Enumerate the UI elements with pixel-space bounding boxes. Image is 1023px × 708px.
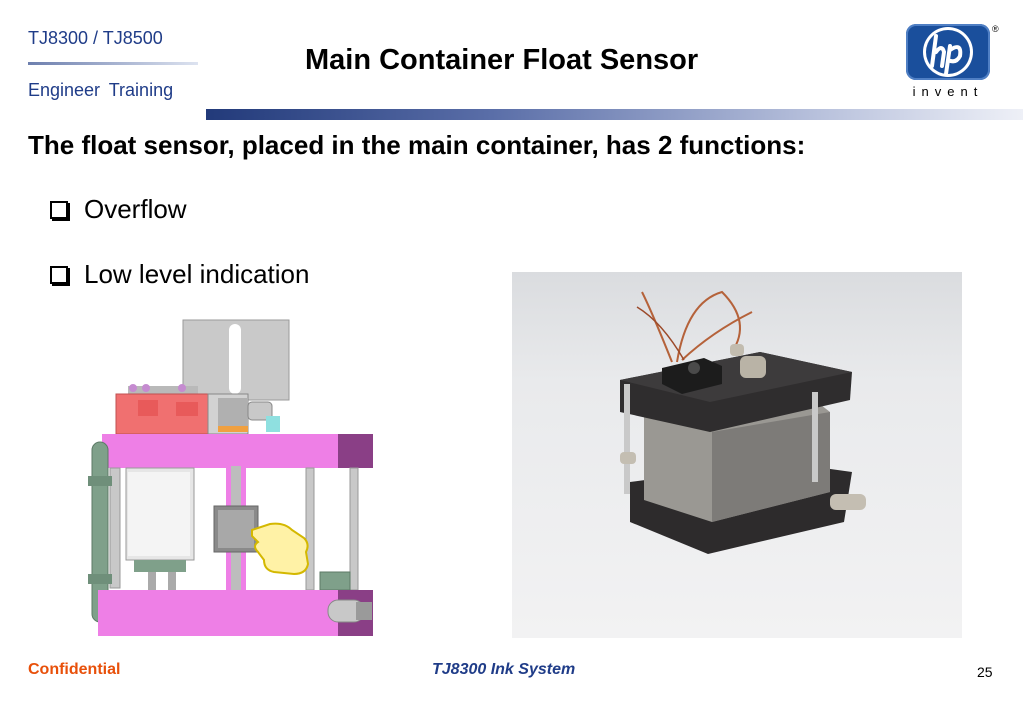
sensor-assembly-illustration [620, 290, 866, 554]
slide-title: Main Container Float Sensor [305, 44, 699, 76]
hp-logo: ® invent [906, 24, 999, 100]
float-sensor-photo [512, 272, 962, 638]
bullet-item: Low level indication [50, 259, 309, 290]
header-training: Engineer Training [28, 80, 174, 100]
footer-confidential: Confidential [28, 661, 121, 678]
float-sensor-diagram [88, 319, 373, 636]
logo-tagline: invent [912, 84, 984, 99]
bullet-text: Overflow [84, 194, 187, 224]
checkbox-bullet-icon [50, 200, 68, 219]
hp-logo-icon [923, 27, 973, 77]
page-number: 25 [977, 664, 993, 680]
lead-text: The float sensor, placed in the main con… [28, 130, 806, 160]
checkbox-bullet-icon [50, 265, 68, 284]
footer-system-name: TJ8300 Ink System [432, 661, 576, 678]
logo-registered-mark: ® [992, 24, 999, 34]
header-product: TJ8300 / TJ8500 [28, 28, 163, 48]
header-divider [28, 62, 198, 65]
bullet-item: Overflow [50, 194, 187, 225]
hp-logo-badge [906, 24, 990, 80]
bullet-text: Low level indication [84, 259, 310, 289]
header-band [206, 109, 1023, 120]
